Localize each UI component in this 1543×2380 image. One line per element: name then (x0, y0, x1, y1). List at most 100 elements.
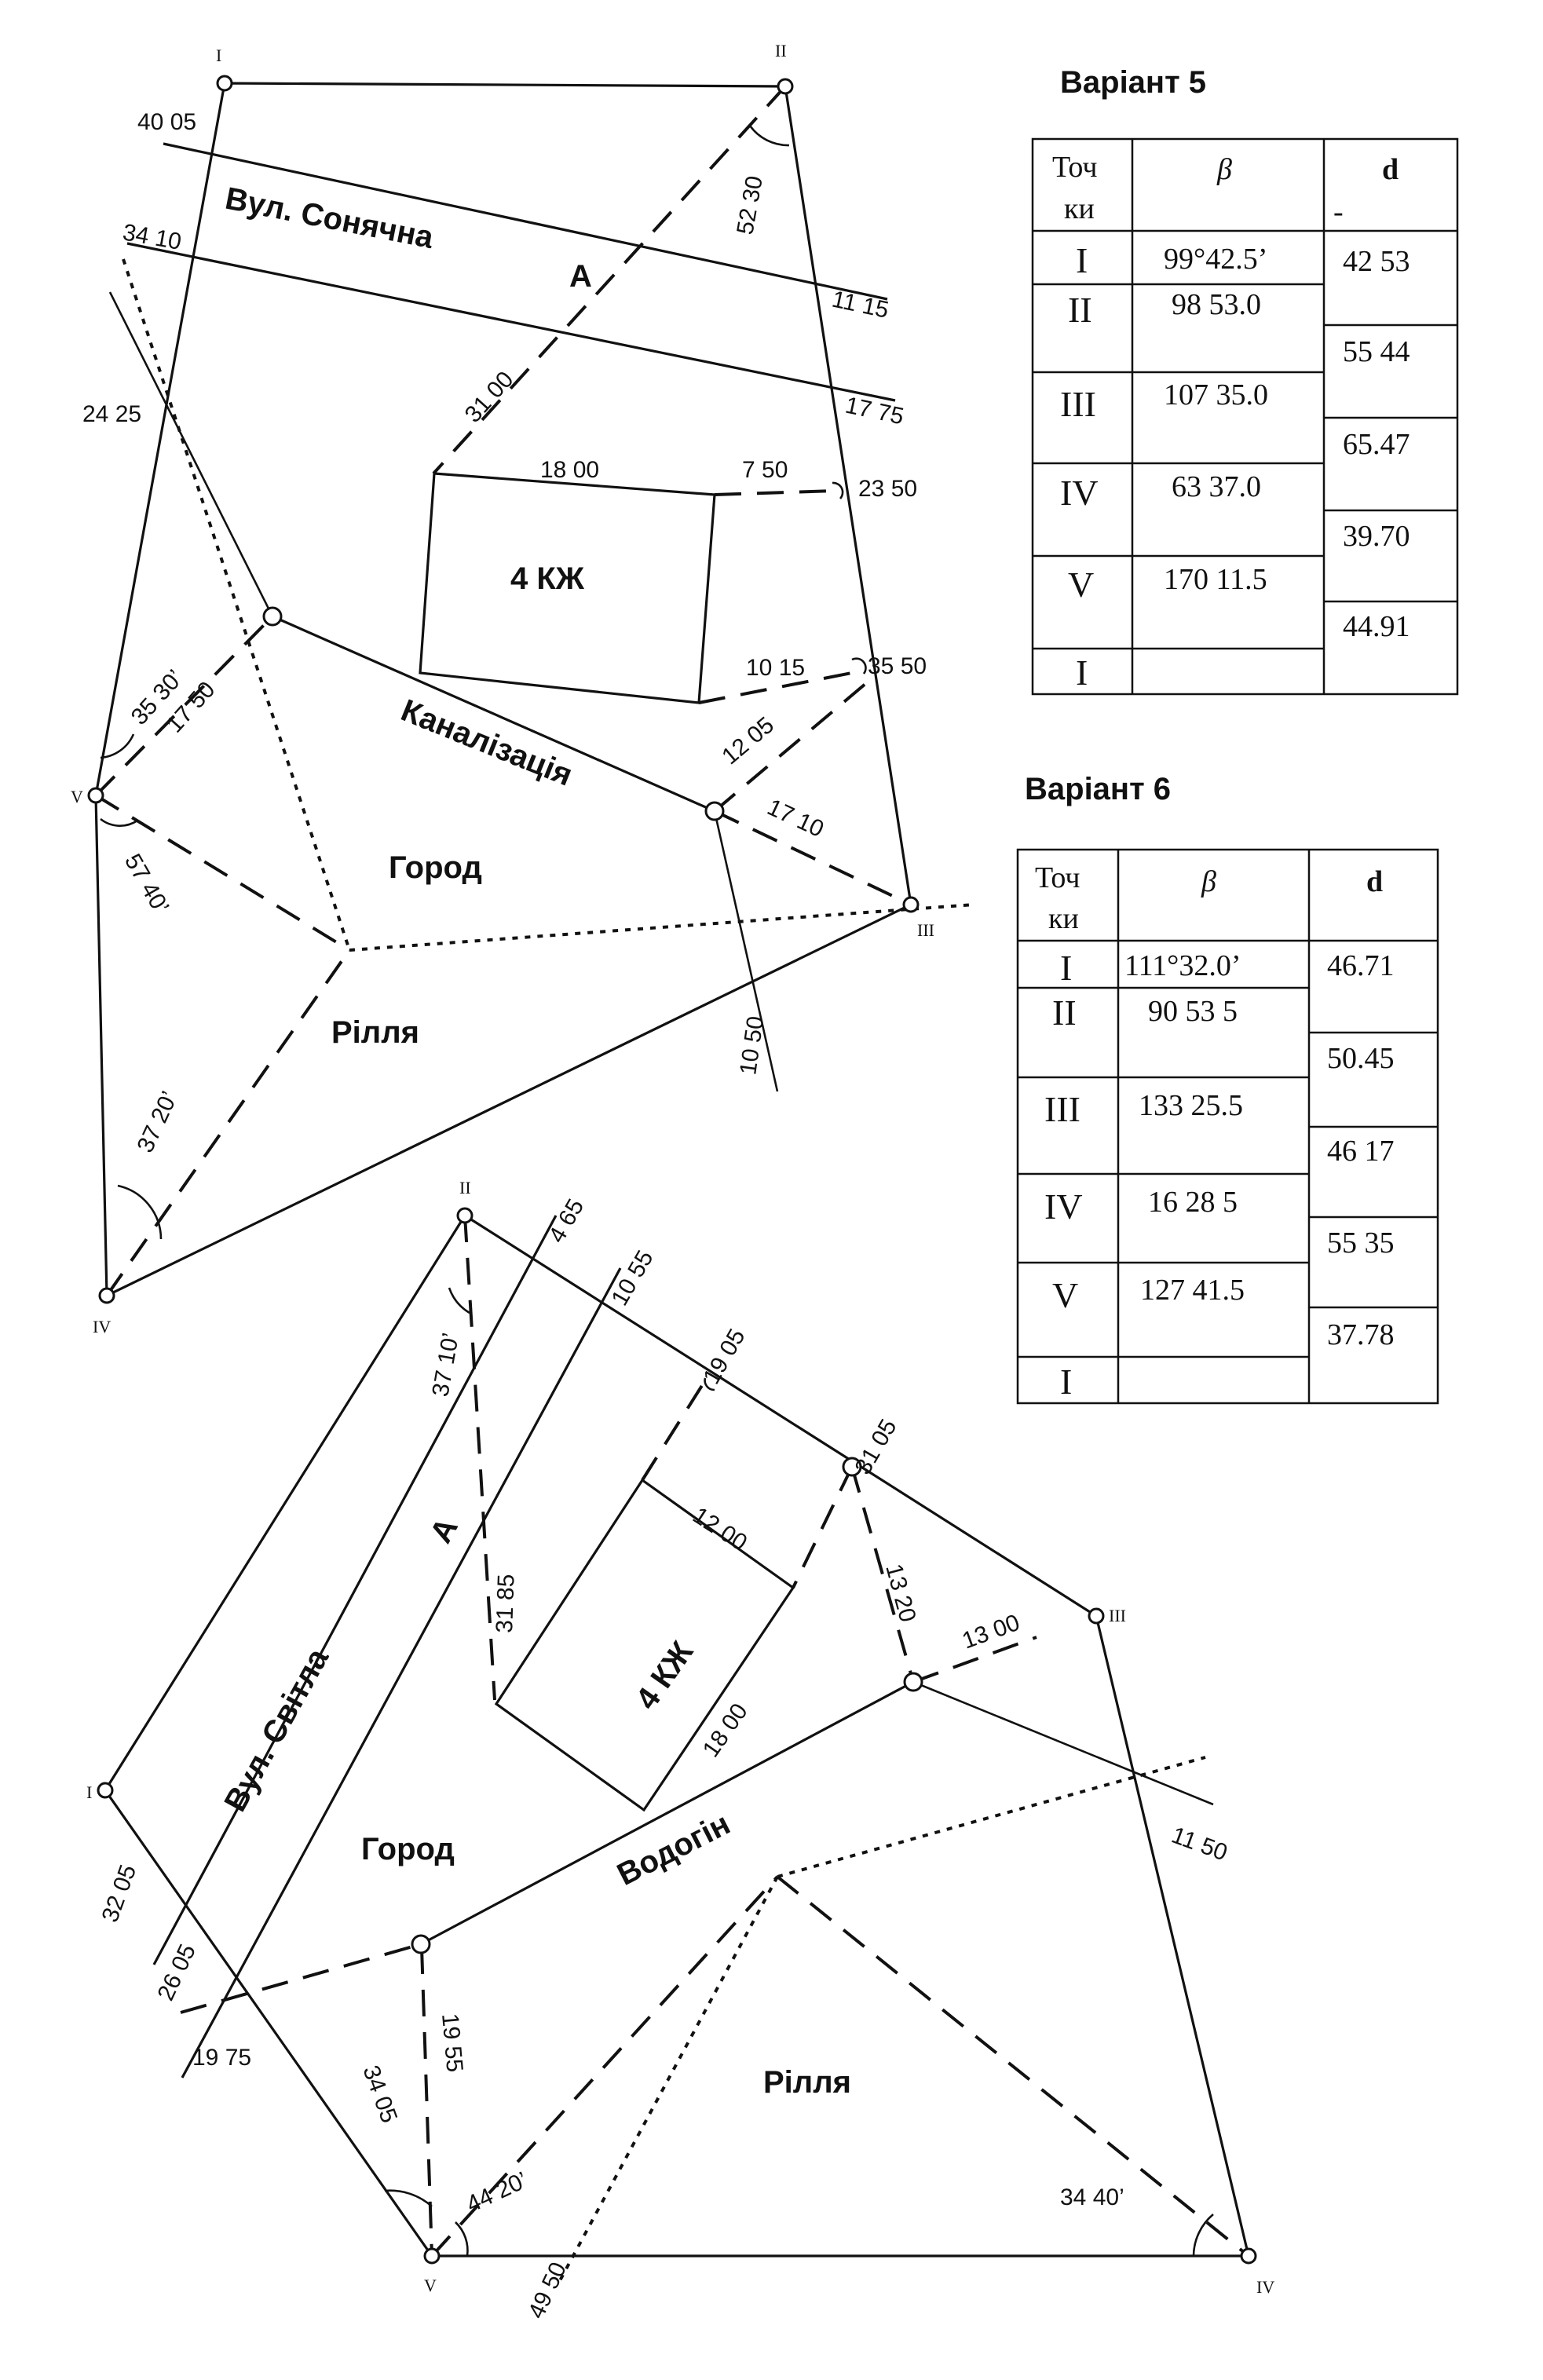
v5-d-1: 55 44 (1343, 335, 1410, 368)
v6-beta-0: 111°32.0’ (1124, 949, 1241, 982)
measure2-465: 4 65 (543, 1194, 589, 1247)
field-dashed-vertical-v (420, 1947, 433, 2257)
measure-1775: 17 75 (843, 393, 906, 430)
vertex2-iv (1240, 2247, 1257, 2265)
v5-beta-3: 63 37.0 (1172, 470, 1261, 503)
field-label: Рілля (331, 1015, 419, 1050)
measure2-3185: 31 85 (492, 1574, 520, 1633)
v5-beta-4: 170 11.5 (1164, 563, 1267, 596)
v6-d-1: 50.45 (1327, 1042, 1395, 1075)
measure2-1200: 12 00 (688, 1502, 751, 1556)
measure-1015: 10 15 (746, 655, 805, 681)
street-edge-north (163, 142, 888, 301)
building-ray-1905 (641, 1376, 708, 1482)
street-label: Вул. Сонячна (222, 181, 437, 256)
measure2-4950: 49 50 (523, 2258, 572, 2323)
measure-2425: 24 25 (82, 401, 141, 427)
v6-point-3: IV (1044, 1186, 1083, 1227)
measure-5740: 57 40’ (119, 850, 174, 918)
field-dotted-1 (777, 1756, 1206, 1878)
v5-header-point-1: Точ (1052, 151, 1097, 184)
field-dotted-2 (556, 1876, 779, 2286)
vertex2-iii (1088, 1607, 1105, 1625)
v5-point-2: III (1060, 384, 1096, 424)
diag-dashed-iv (105, 949, 351, 1297)
street2-edge-west (152, 1215, 558, 1965)
measure2-1905: 19 05 (698, 1325, 750, 1389)
v6-d-4: 37.78 (1327, 1318, 1395, 1351)
variant5-title: Варіант 5 (1060, 65, 1206, 100)
measure2-3710: 37 10’ (427, 1331, 464, 1398)
angle-arc-3550 (851, 657, 867, 675)
v5-d-2: 65.47 (1343, 428, 1410, 461)
street2-label: Вул. Світла (218, 1643, 335, 1818)
measure2-3440: 34 40’ (1060, 2184, 1124, 2210)
ray-ii-to-building (432, 85, 787, 475)
garden-label: Город (389, 850, 482, 885)
water-label: Водогін (612, 1807, 736, 1892)
v5-header-d-sub: - (1333, 196, 1344, 228)
vertex2-ii (456, 1207, 474, 1224)
angle-arc2-ii (448, 1287, 470, 1314)
measure2-3105: 31 05 (850, 1415, 901, 1479)
v6-beta-4: 127 41.5 (1140, 1274, 1245, 1307)
v5-point-4: V (1068, 565, 1094, 605)
table-variant-6: Варіант 6 Точ ки β d I II III IV V I 111… (1016, 772, 1439, 1405)
diag-dotted-1 (122, 258, 351, 951)
angle-arc2-iv (1192, 2214, 1214, 2257)
well-to-boundary-1 (713, 674, 877, 813)
plan-variant-5: I II III IV V Вул. Сонячна А 4 КЖ Каналі… (71, 41, 974, 1336)
v5-point-5: I (1076, 653, 1088, 693)
angle-arc2-v (384, 2189, 433, 2207)
street2-label-a: А (423, 1512, 464, 1549)
vertex2-label-ii: II (459, 1178, 471, 1197)
v6-point-5: I (1060, 1362, 1072, 1402)
water-pipe-right (912, 1680, 1214, 1806)
v6-d-3: 55 35 (1327, 1227, 1395, 1259)
plan-variant-6: I II III IV V Вул. Світла А 4 КЖ Водогін… (86, 1178, 1274, 2323)
street2-edge-east (181, 1267, 622, 2078)
vertex-label-i: I (216, 46, 221, 65)
street-edge-south (126, 242, 896, 402)
v6-beta-3: 16 28 5 (1148, 1186, 1238, 1219)
measure-3720: 37 20’ (132, 1088, 182, 1157)
measure-3100: 31 00 (460, 367, 519, 428)
ray-3105-well (850, 1466, 915, 1683)
vertex2-i (97, 1782, 114, 1799)
water-pipe-middle (420, 1680, 914, 1946)
vertex2-label-iii: III (1109, 1606, 1126, 1625)
angle-arc-ii (748, 125, 790, 147)
angle-arc2-1905 (704, 1377, 715, 1391)
vertex-label-v: V (71, 787, 83, 806)
v6-header-point-1: Точ (1035, 861, 1080, 894)
boundary-polygon (94, 82, 912, 1298)
vertex-label-ii: II (775, 41, 787, 60)
v5-d-4: 44.91 (1343, 610, 1410, 643)
measure2-1955: 19 55 (437, 2013, 467, 2074)
vertex2-label-i: I (86, 1782, 92, 1802)
measure2-1975: 19 75 (192, 2045, 251, 2071)
measure2-3205: 32 05 (97, 1862, 142, 1926)
vertex-i (216, 75, 233, 92)
vertex-iv (98, 1287, 115, 1304)
well-to-iii (714, 810, 912, 906)
angle-arc-iv (117, 1184, 163, 1240)
angle-arc-2350 (832, 481, 844, 499)
street-label-a: А (569, 259, 592, 294)
measure2-4420: 44 20’ (463, 2167, 532, 2217)
building-offset-750 (714, 489, 837, 496)
v5-beta-2: 107 35.0 (1164, 378, 1268, 411)
ray-3105-building (792, 1466, 854, 1588)
measure2-1150: 11 50 (1168, 1822, 1231, 1866)
sewer-well-1 (262, 606, 283, 627)
v5-point-0: I (1076, 240, 1088, 280)
diag-dotted-2 (349, 903, 974, 952)
v5-header-beta: β (1216, 153, 1232, 186)
vertex2-label-v: V (424, 2276, 437, 2295)
vertex-iii (902, 896, 920, 913)
building-4kzh-2 (494, 1478, 795, 1812)
angle-arc2-v-right (455, 2221, 469, 2257)
v5-beta-0: 99°42.5’ (1164, 243, 1267, 276)
water-pipe-left (180, 1943, 422, 2014)
diag-dashed-v (94, 794, 351, 952)
